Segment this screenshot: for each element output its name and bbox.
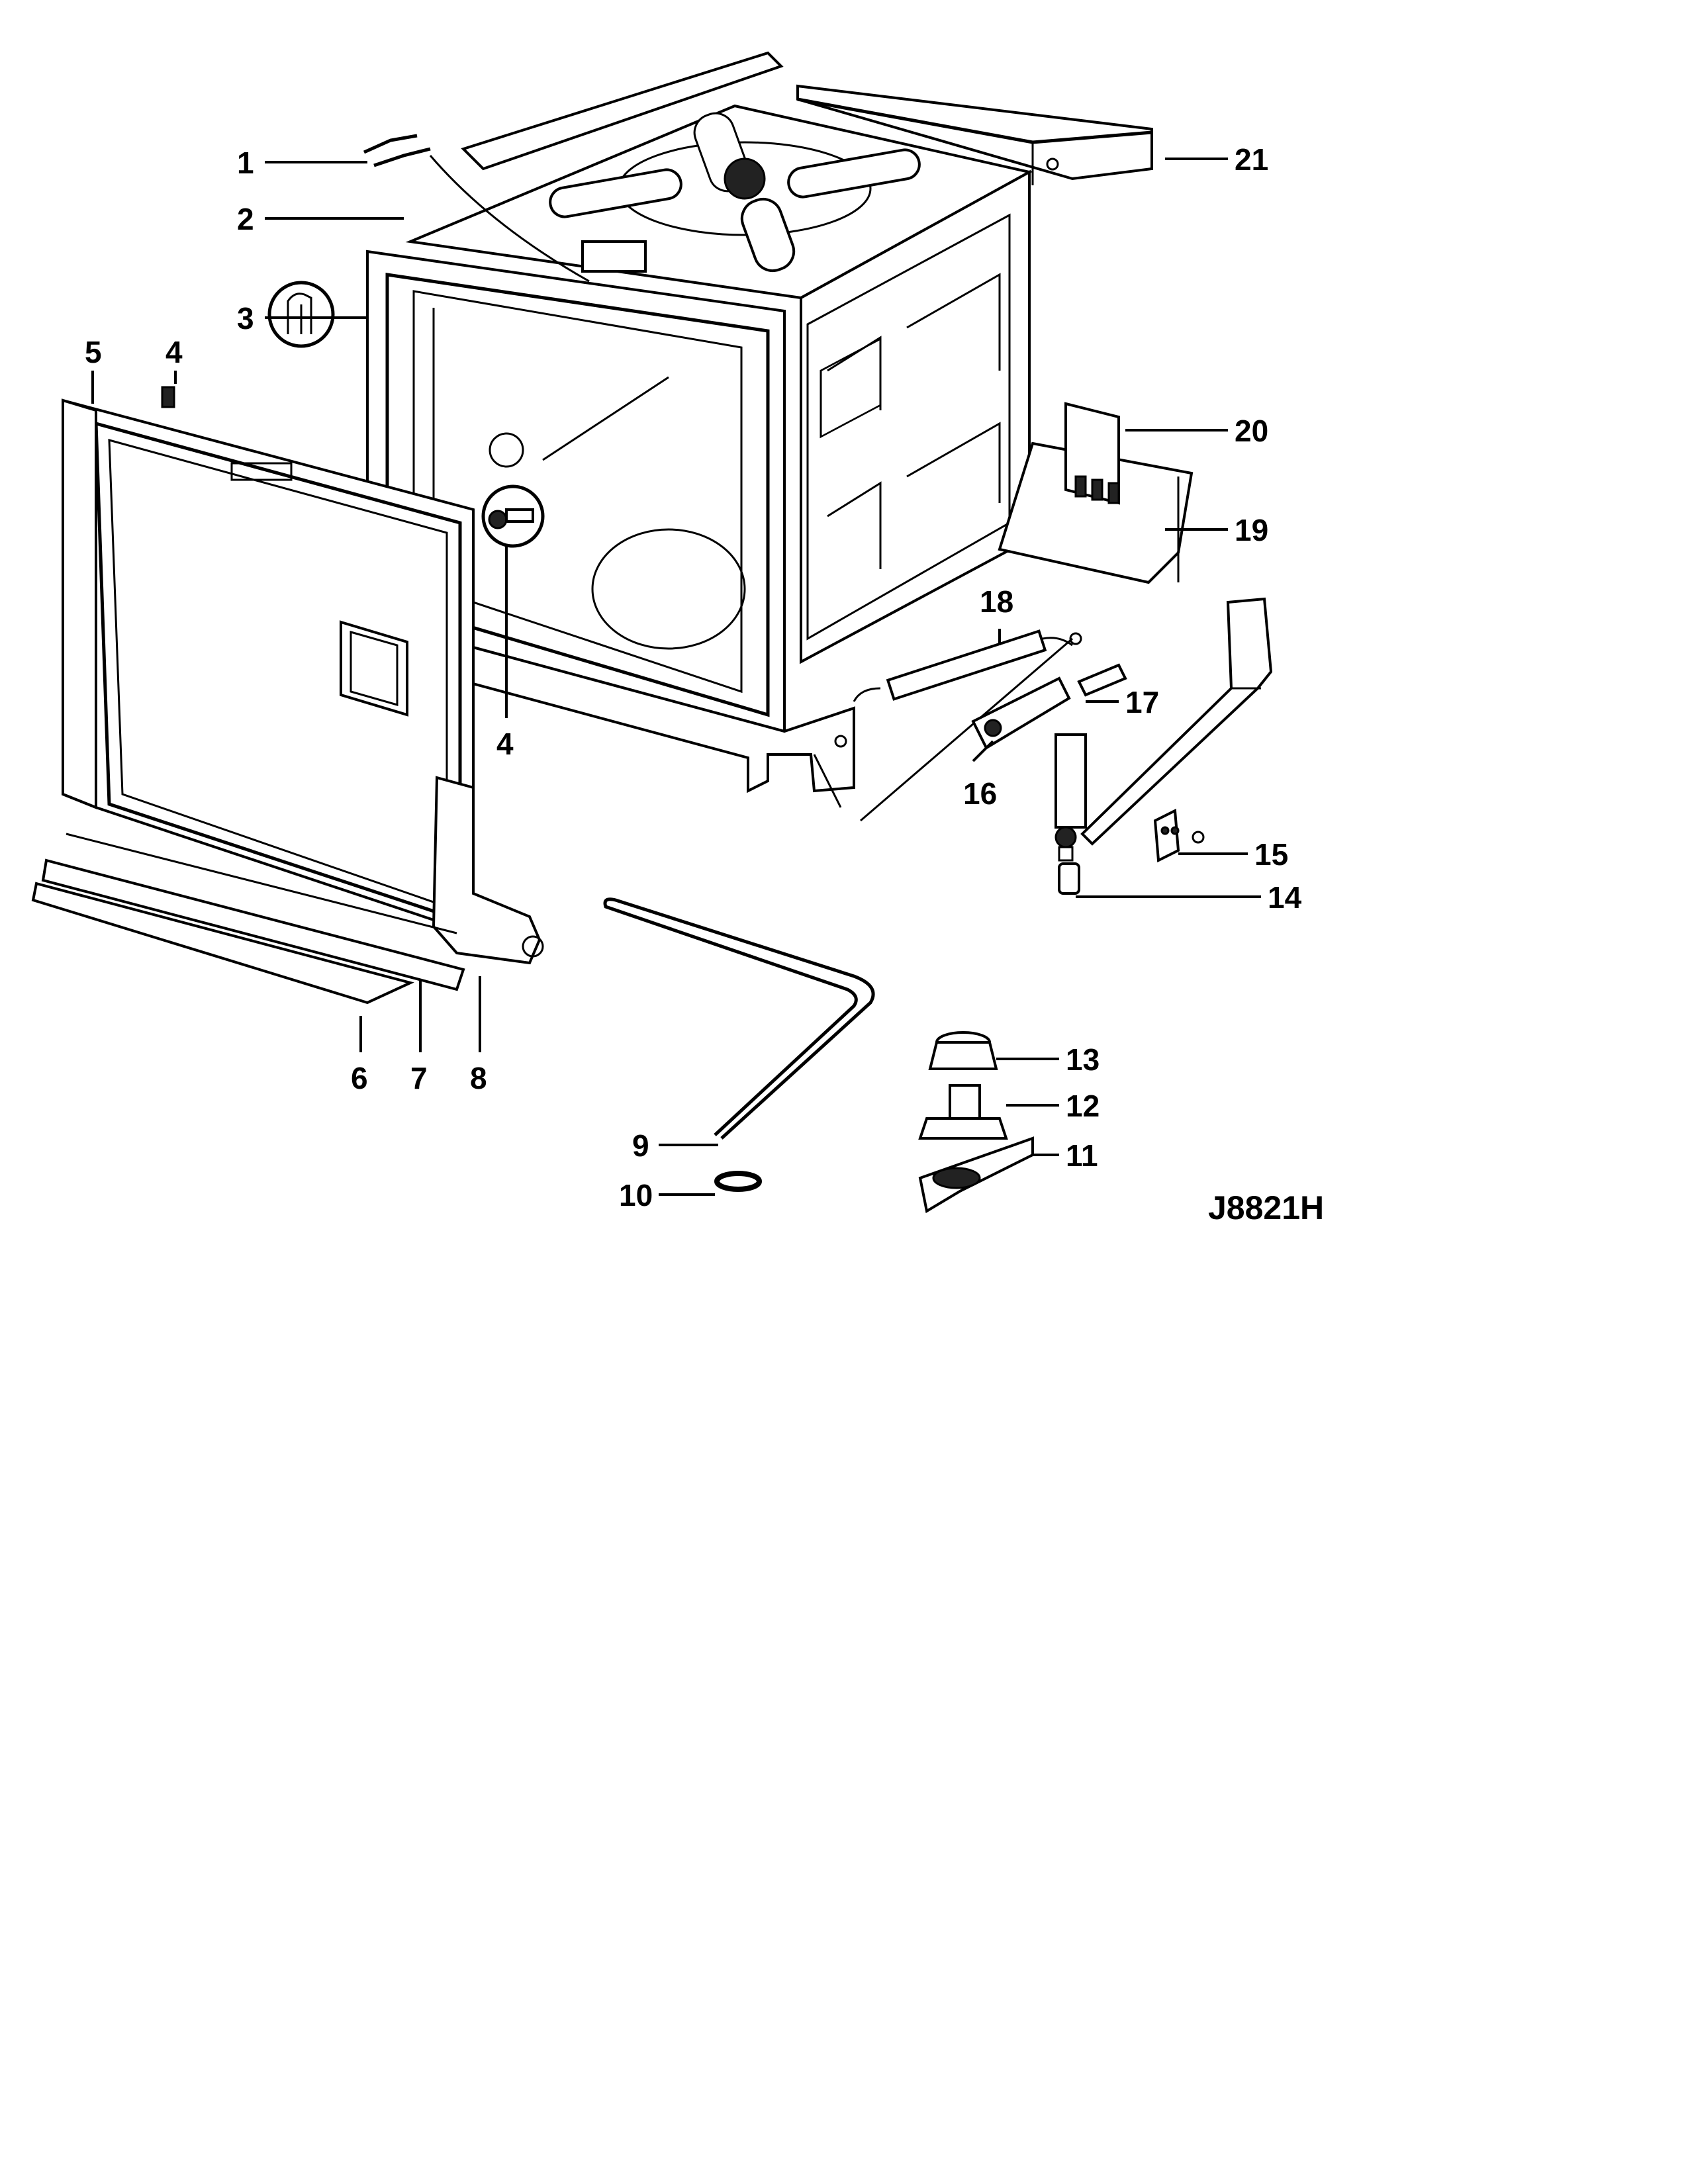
callout-21: 21: [1235, 142, 1268, 177]
top-trim-clip-drawing: [363, 134, 590, 283]
leader-lines: [91, 158, 1261, 1196]
callout-labels: 1 2 3 4 5 4 6 7 8 9 10 11 12 13 14 15 16…: [85, 142, 1302, 1212]
rear-top-rail-drawing: [796, 84, 1153, 185]
callout-4-clip: 4: [165, 335, 183, 369]
callout-9: 9: [632, 1128, 649, 1163]
callout-6: 6: [351, 1061, 368, 1095]
pump-motor-drawing: [918, 1084, 1008, 1140]
sump-base-drawing: [918, 1136, 1034, 1214]
leveling-foot-drawing: [1055, 826, 1080, 895]
callout-3: 3: [237, 301, 254, 336]
right-base-rail-drawing: [1055, 597, 1273, 846]
callout-18: 18: [980, 584, 1013, 619]
pump-cap-drawing: [928, 1031, 998, 1070]
callout-15: 15: [1254, 837, 1288, 872]
latch-link-drawing: [860, 632, 1082, 822]
callout-11: 11: [1066, 1138, 1098, 1173]
door-spring-drawing: [853, 629, 1073, 702]
heating-element-drawing: [603, 897, 875, 1140]
door-panel-drawing: [31, 398, 544, 1005]
top-front-strip: [461, 51, 784, 171]
callout-8: 8: [470, 1061, 487, 1095]
spring-clip-drawing: [1077, 663, 1127, 697]
drawing-code: J8821H: [1208, 1189, 1324, 1226]
callout-13: 13: [1066, 1042, 1100, 1077]
clip-bracket-drawing: [1153, 808, 1205, 863]
gasket-detail-inset: [267, 281, 335, 348]
grommet-drawing: [714, 1171, 762, 1192]
callout-14: 14: [1268, 880, 1302, 915]
callout-1: 1: [237, 146, 254, 180]
drain-fitting-drawing: [1064, 402, 1120, 505]
callout-2: 2: [237, 202, 254, 236]
callout-7: 7: [410, 1061, 428, 1095]
callout-4-screw: 4: [496, 727, 514, 761]
callout-5: 5: [85, 335, 102, 369]
callout-12: 12: [1066, 1089, 1100, 1123]
clip-drawing: [161, 386, 175, 408]
callout-10: 10: [619, 1178, 653, 1212]
callout-16: 16: [963, 776, 997, 811]
callout-20: 20: [1235, 414, 1268, 448]
callout-17: 17: [1125, 685, 1159, 719]
fastener-drawing: [481, 484, 545, 548]
callout-19: 19: [1235, 513, 1268, 547]
